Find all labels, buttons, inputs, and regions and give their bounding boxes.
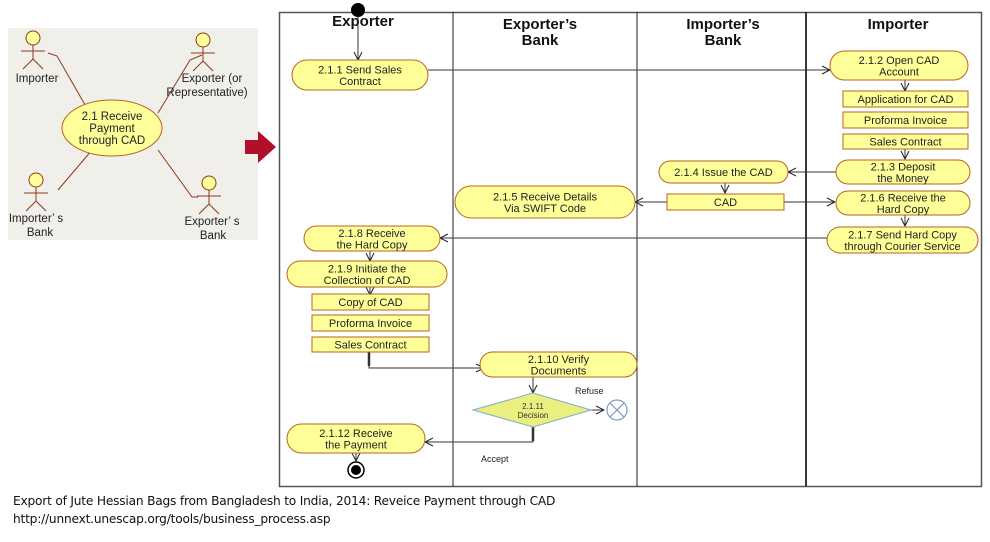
document-label: Copy of CAD [338, 297, 402, 309]
activity-label: Documents [531, 365, 587, 377]
caption-url: http://unnext.unescap.org/tools/business… [13, 512, 331, 526]
document-label: Application for CAD [858, 94, 954, 106]
activity-label: Collection of CAD [324, 275, 411, 287]
decision-label-line1: 2.1.11 [522, 402, 544, 411]
activity-label: Hard Copy [877, 204, 930, 216]
activity-label: the Payment [325, 439, 387, 451]
actor-label-exporters-bank-line2: Bank [200, 230, 226, 242]
activity-label: 2.1.4 Issue the CAD [674, 167, 772, 179]
use-case-label-line1: 2.1 Receive [82, 111, 143, 123]
actor-label-exporter-line2: Representative) [166, 87, 247, 99]
lane-title-exporters-bank-line1: Exporter’s [503, 16, 577, 33]
activity-label: through Courier Service [844, 241, 960, 253]
document-copy-of-cad: Copy of CAD [311, 293, 430, 311]
caption-title: Export of Jute Hessian Bags from Banglad… [13, 494, 556, 508]
lane-title-importers-bank-line2: Bank [705, 32, 742, 49]
association-line-importer [47, 52, 89, 111]
initial-node-icon [351, 3, 365, 17]
association-line-exporters-bank [157, 149, 198, 198]
document-cad: CAD [666, 193, 785, 211]
activity-label: 2.1.1 Send Sales [318, 64, 402, 76]
decision-label-line2: Decision [518, 411, 549, 420]
use-case-label-line2: Payment [89, 123, 135, 135]
use-case-diagram: Importer Exporter (or Representative) Im… [9, 30, 248, 242]
document-proforma-invoice-exporter: Proforma Invoice [311, 314, 430, 332]
refuse-label: Refuse [575, 386, 604, 396]
document-label: Sales Contract [334, 340, 406, 352]
association-line-exporter [157, 54, 203, 114]
accept-label: Accept [481, 454, 509, 464]
activity-label: 2.1.5 Receive Details [493, 191, 597, 203]
document-label: Proforma Invoice [864, 115, 947, 127]
lane-title-exporters-bank-line2: Bank [522, 32, 559, 49]
activity-label: 2.1.9 Initiate the [328, 263, 406, 275]
activity-final-icon [347, 461, 365, 479]
document-sales-contract-exporter: Sales Contract [311, 336, 430, 353]
document-application-for-cad: Application for CAD [842, 90, 969, 108]
actor-importers-bank-icon [24, 172, 48, 212]
transition-arrow-icon [245, 131, 276, 163]
activity-label: Via SWIFT Code [504, 203, 586, 215]
activity-label: 2.1.10 Verify [528, 354, 590, 366]
activity-label: 2.1.12 Receive [319, 428, 392, 440]
actor-label-exporter-line1: Exporter (or [182, 73, 243, 85]
actor-label-importers-bank-line2: Bank [27, 227, 53, 239]
activity-label: Account [879, 66, 919, 78]
activity-label: Contract [339, 76, 381, 88]
decision-node [471, 392, 593, 428]
use-case-receive-payment [61, 99, 163, 157]
activity-label: 2.1.3 Deposit [871, 161, 936, 173]
document-label: CAD [714, 197, 737, 209]
lane-title-importers-bank-line1: Importer’s [686, 16, 759, 33]
actor-exporters-bank-icon [197, 175, 221, 215]
document-proforma-invoice-importer: Proforma Invoice [842, 111, 969, 129]
association-line-importers-bank [57, 149, 93, 191]
actor-label-importers-bank-line1: Importer’ s [9, 213, 64, 225]
activity-2-1-4: 2.1.4 Issue the CAD [658, 160, 789, 184]
actor-importer-icon [21, 30, 45, 70]
activity-label: 2.1.8 Receive [338, 228, 405, 240]
activity-label: the Hard Copy [337, 239, 408, 251]
actor-label-exporters-bank-line1: Exporter’ s [185, 216, 240, 228]
activity-label: 2.1.7 Send Hard Copy [848, 229, 957, 241]
use-case-label-line3: through CAD [79, 135, 145, 147]
activity-label: the Money [877, 173, 929, 185]
lane-title-exporter: Exporter [332, 13, 394, 30]
document-label: Sales Contract [869, 137, 941, 149]
activity-label: 2.1.6 Receive the [860, 192, 946, 204]
control-flows [356, 17, 905, 461]
document-label: Proforma Invoice [329, 318, 412, 330]
document-sales-contract-importer: Sales Contract [842, 133, 969, 150]
activity-label: 2.1.2 Open CAD [859, 55, 940, 67]
flow-final-icon [606, 399, 628, 421]
actor-exporter-icon [191, 32, 215, 72]
lane-title-importer: Importer [868, 16, 929, 33]
actor-label-importer: Importer [16, 73, 59, 85]
